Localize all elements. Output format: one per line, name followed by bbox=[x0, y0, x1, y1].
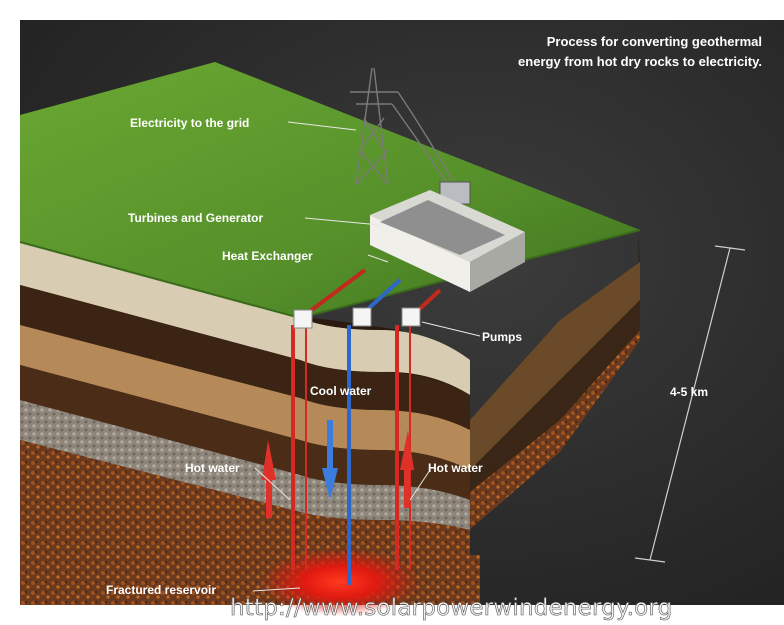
label-fractured-reservoir: Fractured reservoir bbox=[106, 583, 216, 597]
label-electricity-to-grid: Electricity to the grid bbox=[130, 116, 249, 130]
leader-lines bbox=[252, 121, 481, 592]
block-right-face bbox=[440, 232, 640, 555]
watermark-url: http://www.solarpowerwindenergy.org bbox=[230, 595, 672, 621]
title-line-2: energy from hot dry rocks to electricity… bbox=[518, 54, 762, 69]
cool-water-arrow bbox=[322, 468, 338, 500]
block-front-face bbox=[20, 240, 480, 605]
label-hot-water-right: Hot water bbox=[428, 461, 483, 475]
label-depth: 4-5 km bbox=[670, 385, 708, 399]
fractured-reservoir-glow bbox=[260, 548, 420, 616]
transmission-tower bbox=[350, 67, 453, 186]
label-heat-exchanger: Heat Exchanger bbox=[222, 249, 313, 263]
label-hot-water-left: Hot water bbox=[185, 461, 240, 475]
pump-boxes bbox=[293, 307, 421, 329]
power-plant-building bbox=[370, 190, 525, 292]
title-line-1: Process for converting geothermal bbox=[547, 34, 762, 49]
well-pipes bbox=[291, 325, 411, 585]
depth-indicator bbox=[634, 245, 746, 563]
label-turbines-generator: Turbines and Generator bbox=[128, 211, 263, 225]
hot-water-arrow-left bbox=[262, 440, 276, 480]
label-pumps: Pumps bbox=[482, 330, 522, 344]
hot-water-arrow-right bbox=[400, 430, 414, 470]
label-cool-water: Cool water bbox=[310, 384, 372, 398]
